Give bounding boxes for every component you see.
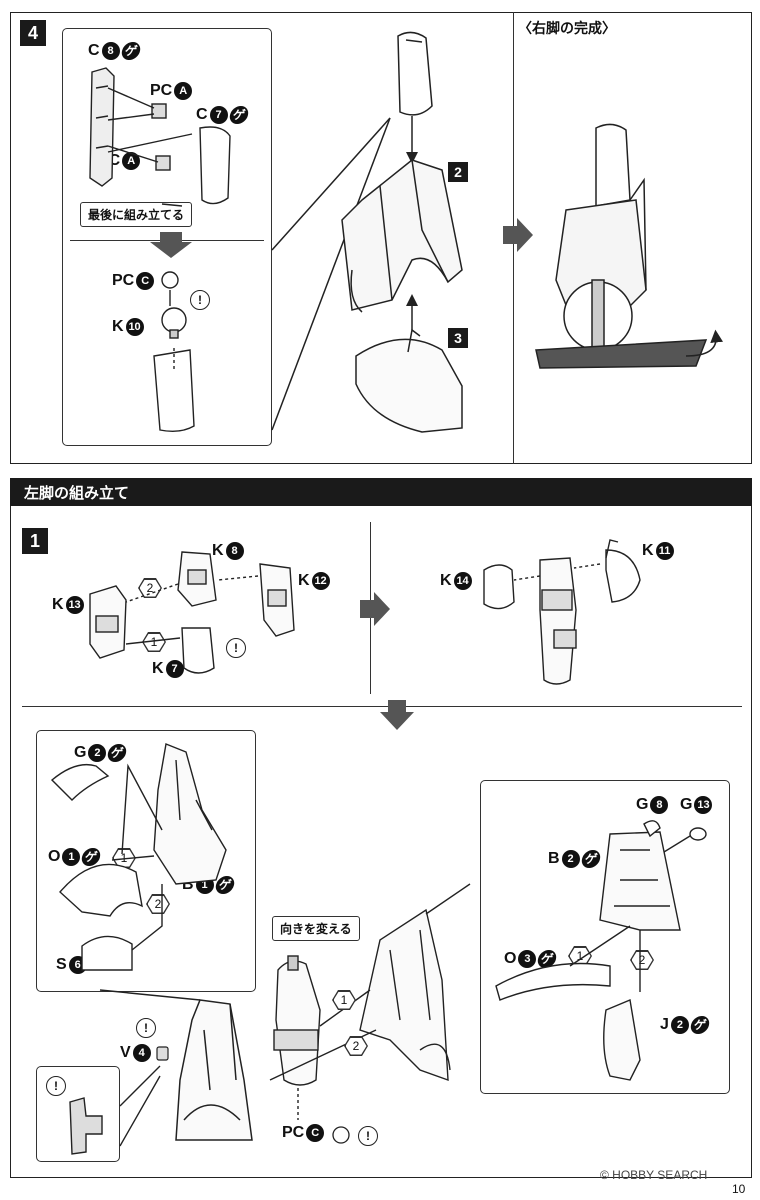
arrow-down-icon	[380, 700, 414, 730]
step4-number: 4	[20, 20, 46, 46]
caution-icon: !	[358, 1126, 378, 1146]
lower-left-subassembly-box	[36, 730, 256, 992]
step4-subassembly-box	[62, 28, 272, 446]
step4-main-drawing	[271, 31, 463, 433]
v4-part-drawing	[156, 1046, 169, 1061]
order-badge-1: 1	[112, 848, 136, 868]
lower-middle-drawing	[269, 883, 471, 1120]
step1-row-divider	[22, 706, 742, 707]
step4-frame	[10, 12, 752, 464]
note-assemble-last: 最後に組み立てる	[80, 202, 193, 227]
footer-logo: © HOBBY SEARCH	[600, 1168, 708, 1182]
step1-left-drawing	[89, 551, 295, 674]
order-badge-2: 2	[630, 950, 654, 970]
left-leg-assembly-banner: 左脚の組み立て	[10, 478, 752, 506]
caution-icon: !	[190, 290, 210, 310]
lower-right-inset-drawing	[495, 820, 707, 1081]
detail-box	[36, 1066, 120, 1162]
substep-3: 3	[448, 328, 468, 348]
arrow-right-icon	[360, 592, 390, 626]
order-badge-1: 1	[568, 946, 592, 966]
step1-frame	[10, 506, 752, 1178]
right-leg-complete-drawing	[535, 123, 724, 369]
caution-icon: !	[46, 1076, 66, 1096]
caution-icon: !	[136, 1018, 156, 1038]
page-number: 10	[732, 1182, 746, 1196]
step4-parts-drawing	[89, 67, 231, 433]
caution-icon: !	[226, 638, 246, 658]
detail-part-drawing	[69, 1065, 161, 1155]
substep-2: 2	[448, 162, 468, 182]
pc-ball-drawing	[332, 1126, 350, 1144]
order-badge-2: 2	[344, 1036, 368, 1056]
right-leg-complete-title: 〈右脚の完成〉	[518, 20, 616, 36]
lower-left-shell-drawing	[99, 989, 253, 1141]
arrow-right-icon	[503, 218, 533, 252]
order-badge-1: 1	[332, 990, 356, 1010]
step1-right-drawing	[483, 539, 641, 685]
note-change-orientation: 向きを変える	[272, 916, 360, 941]
lower-left-inset-drawing	[50, 743, 227, 971]
order-badge-2: 2	[138, 578, 162, 598]
order-badge-1: 1	[142, 632, 166, 652]
lower-right-subassembly-box	[480, 780, 730, 1094]
order-badge-2: 2	[146, 894, 170, 914]
step1-number: 1	[22, 528, 48, 554]
